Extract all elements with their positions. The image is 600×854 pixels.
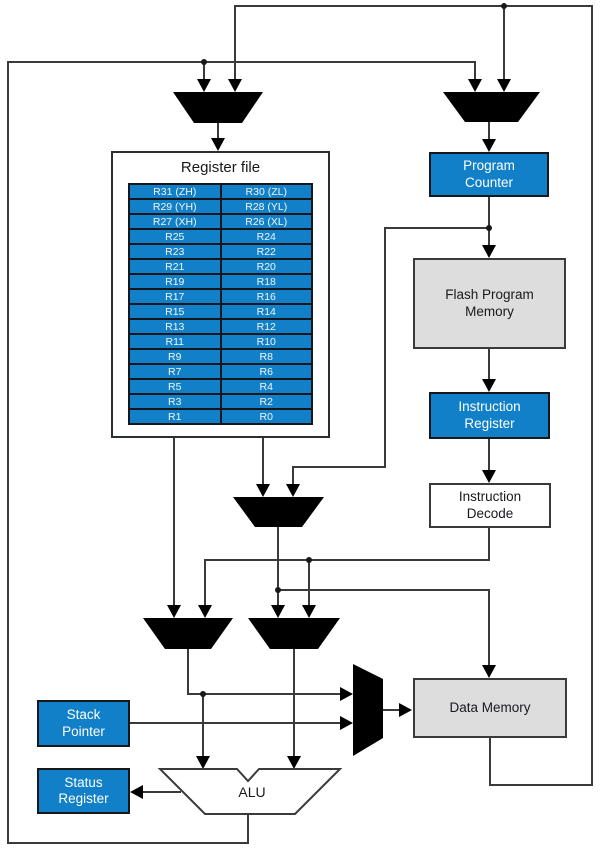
junction-dot — [275, 587, 281, 593]
instruction-register-box: Instruction Register — [429, 392, 550, 439]
register-file-title: Register file — [180, 159, 261, 176]
arrow-right-icon — [340, 716, 353, 730]
arrow-down-icon — [198, 605, 212, 618]
stack-pointer-box: Stack Pointer — [37, 700, 130, 747]
arrow-down-icon — [482, 665, 496, 678]
register-file-box: Register file R31 (ZH) R30 (ZL) R29 (YH)… — [111, 151, 330, 438]
alu-shape — [157, 768, 343, 815]
arrow-right-icon — [399, 703, 412, 717]
mux-data-memory — [353, 664, 383, 756]
wire-id-output-left — [204, 528, 490, 606]
register-file-table: R31 (ZH) R30 (ZL) R29 (YH) R28 (YL) R27 … — [128, 183, 313, 425]
junction-dot — [200, 691, 206, 697]
arrow-right-icon — [340, 687, 353, 701]
register-cell: R30 (ZL) — [221, 185, 311, 198]
register-cell: R4 — [221, 380, 311, 393]
instruction-decode-box: Instruction Decode — [429, 483, 551, 528]
flash-program-memory-box: Flash Program Memory — [413, 258, 566, 349]
register-cell: R20 — [221, 260, 311, 273]
register-cell: R2 — [221, 395, 311, 408]
register-cell: R18 — [221, 275, 311, 288]
register-cell: R26 (XL) — [221, 215, 311, 228]
register-cell: R19 — [130, 275, 220, 288]
register-cell: R14 — [221, 305, 311, 318]
arrow-down-icon — [482, 470, 496, 483]
wire-alu-feedback-loop — [7, 61, 476, 844]
register-cell: R29 (YH) — [130, 200, 220, 213]
mux-operand-right — [248, 618, 340, 649]
mux-middle — [233, 497, 324, 527]
register-cell: R31 (ZH) — [130, 185, 220, 198]
arrow-down-icon — [211, 138, 225, 151]
register-cell: R1 — [130, 410, 220, 423]
register-cell: R23 — [130, 245, 220, 258]
arrow-down-icon — [482, 245, 496, 258]
register-cell: R12 — [221, 320, 311, 333]
register-cell: R8 — [221, 350, 311, 363]
register-cell: R13 — [130, 320, 220, 333]
arrow-down-icon — [167, 605, 181, 618]
arrow-down-icon — [468, 79, 482, 92]
wire-pc-branch-to-midmux — [292, 227, 489, 486]
arrow-down-icon — [197, 79, 211, 92]
register-cell: R9 — [130, 350, 220, 363]
junction-dot — [486, 225, 492, 231]
mux-operand-left — [143, 618, 233, 649]
register-cell: R0 — [221, 410, 311, 423]
arrow-down-icon — [482, 379, 496, 392]
junction-dot — [501, 3, 507, 9]
alu-label: ALU — [238, 784, 266, 800]
register-cell: R7 — [130, 365, 220, 378]
arrow-down-icon — [287, 756, 301, 769]
register-cell: R5 — [130, 380, 220, 393]
junction-dot — [201, 59, 207, 65]
register-cell: R25 — [130, 230, 220, 243]
register-cell: R6 — [221, 365, 311, 378]
junction-dot — [306, 557, 312, 563]
register-cell: R22 — [221, 245, 311, 258]
wire-datamemory-feedback-loop — [234, 5, 593, 786]
register-cell: R21 — [130, 260, 220, 273]
data-memory-box: Data Memory — [413, 678, 567, 738]
mux-program-counter — [443, 92, 540, 122]
register-cell: R24 — [221, 230, 311, 243]
arrow-down-icon — [228, 79, 242, 92]
arrow-down-icon — [302, 605, 316, 618]
wire-llmux-to-dmmux — [187, 649, 341, 695]
mux-register-file — [173, 92, 263, 123]
register-cell: R3 — [130, 395, 220, 408]
register-cell: R11 — [130, 335, 220, 348]
arrow-down-icon — [482, 139, 496, 152]
status-register-box: Status Register — [37, 768, 130, 814]
register-cell: R28 (YL) — [221, 200, 311, 213]
arrow-down-icon — [271, 605, 285, 618]
wire-to-datamemory-top — [278, 589, 490, 666]
arrow-down-icon — [497, 79, 511, 92]
register-cell: R27 (XH) — [130, 215, 220, 228]
register-cell: R10 — [221, 335, 311, 348]
arrow-down-icon — [196, 756, 210, 769]
program-counter-box: Program Counter — [429, 152, 549, 197]
arrow-down-icon — [256, 484, 270, 497]
register-cell: R16 — [221, 290, 311, 303]
register-cell: R15 — [130, 305, 220, 318]
arrow-down-icon — [286, 484, 300, 497]
arrow-left-icon — [130, 785, 143, 799]
register-cell: R17 — [130, 290, 220, 303]
